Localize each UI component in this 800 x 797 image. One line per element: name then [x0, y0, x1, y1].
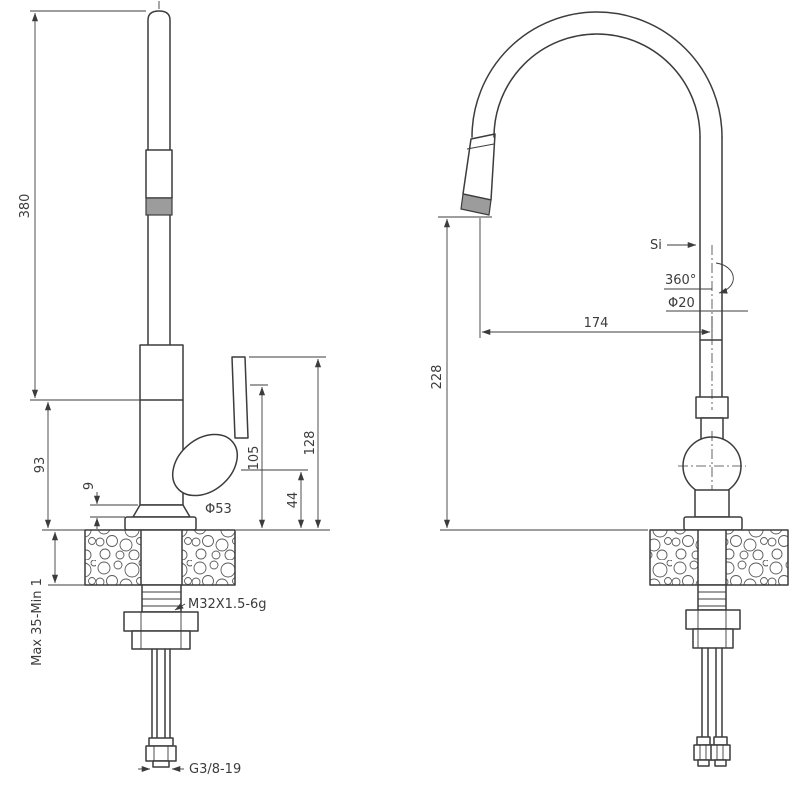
side-dimensions: Si 360° Φ20 174 228 [430, 216, 748, 531]
side-hose-nut-left [693, 744, 714, 761]
dim-9-extensions [90, 504, 138, 518]
rotation-arrow [715, 262, 734, 294]
front-hose-tip [152, 760, 170, 768]
front-handle-hub [172, 433, 238, 497]
side-countertop [649, 529, 789, 586]
front-hose-nut-facets [153, 746, 169, 761]
front-counter-hole [141, 530, 182, 585]
front-shank-through-counter [140, 529, 183, 586]
front-handle-lever [231, 356, 249, 439]
dim-105-extensions [236, 384, 330, 531]
side-riser-pipe [699, 136, 723, 398]
front-fitting-collar [148, 737, 174, 747]
side-mounting-nut [692, 628, 734, 649]
front-bracket-lines [140, 612, 182, 649]
side-hose-tip-right [714, 759, 727, 767]
side-gooseneck-inner [493, 33, 701, 138]
side-shank-through-counter [697, 529, 727, 586]
dim-9-label: 9 [82, 482, 97, 490]
dim-deck-label: Max 35-Min 1 [30, 578, 45, 666]
front-threaded-shank [141, 584, 182, 613]
front-spray-tip [145, 197, 173, 216]
dim-44-label: 44 [286, 492, 301, 509]
label-supply-thread: G3/8-19 [189, 762, 241, 777]
side-base-flange [683, 516, 743, 531]
front-mounting-nut [131, 630, 191, 650]
front-view: 380 93 9 105 44 128 Φ53 [18, 1, 330, 777]
side-fitting-collar-right [713, 736, 728, 746]
dim-128-label: 128 [303, 431, 318, 456]
side-counter-hole [698, 530, 726, 585]
side-fitting-collar-left [696, 736, 711, 746]
front-faucet-body [124, 1, 249, 531]
front-base-flange [124, 516, 197, 531]
side-bracket-lines [697, 610, 727, 648]
front-supply-tube [151, 648, 171, 739]
side-shank-threads [698, 591, 726, 607]
side-base-neck [694, 489, 730, 518]
front-countertop [84, 529, 236, 586]
side-supply-hoses [701, 647, 723, 738]
label-base-diameter: Φ53 [205, 502, 232, 517]
side-spray-tip [460, 193, 492, 216]
front-mounting-bracket [123, 611, 199, 632]
label-rotation: 360° [665, 273, 696, 288]
side-undercounter [685, 584, 741, 767]
front-dimensions: 380 93 9 105 44 128 Φ53 [18, 10, 330, 777]
label-si: Si [650, 238, 662, 253]
side-mounting-bracket [685, 609, 741, 630]
front-undercounter [123, 584, 199, 768]
dim-228-label: 228 [430, 365, 445, 390]
dim-228-extensions [438, 216, 648, 531]
side-head-joint-line [466, 143, 495, 150]
front-spray-head [145, 149, 173, 199]
thread-leader [174, 603, 186, 611]
dim-174-label: 174 [584, 316, 609, 331]
front-shank-threads [142, 591, 181, 607]
side-hose-tip-left [697, 759, 710, 767]
label-mounting-thread: M32X1.5-6g [188, 597, 267, 612]
dim-93-label: 93 [33, 457, 48, 474]
dim-380-extensions [30, 10, 146, 401]
side-spray-head [462, 133, 496, 201]
dim-380-label: 380 [18, 194, 33, 219]
label-spout-diameter: Φ20 [668, 296, 695, 311]
dim-174-extensions [479, 218, 713, 338]
side-faucet-body [460, 11, 746, 531]
side-view: Si 360° Φ20 174 228 [430, 11, 789, 767]
dim-105-label: 105 [247, 446, 262, 471]
side-hose-nut-facets [699, 745, 724, 760]
front-hose-nut [145, 745, 177, 762]
front-base-neck [132, 504, 191, 518]
side-hose-nut-right [710, 744, 731, 761]
side-gooseneck-outer [471, 11, 723, 138]
